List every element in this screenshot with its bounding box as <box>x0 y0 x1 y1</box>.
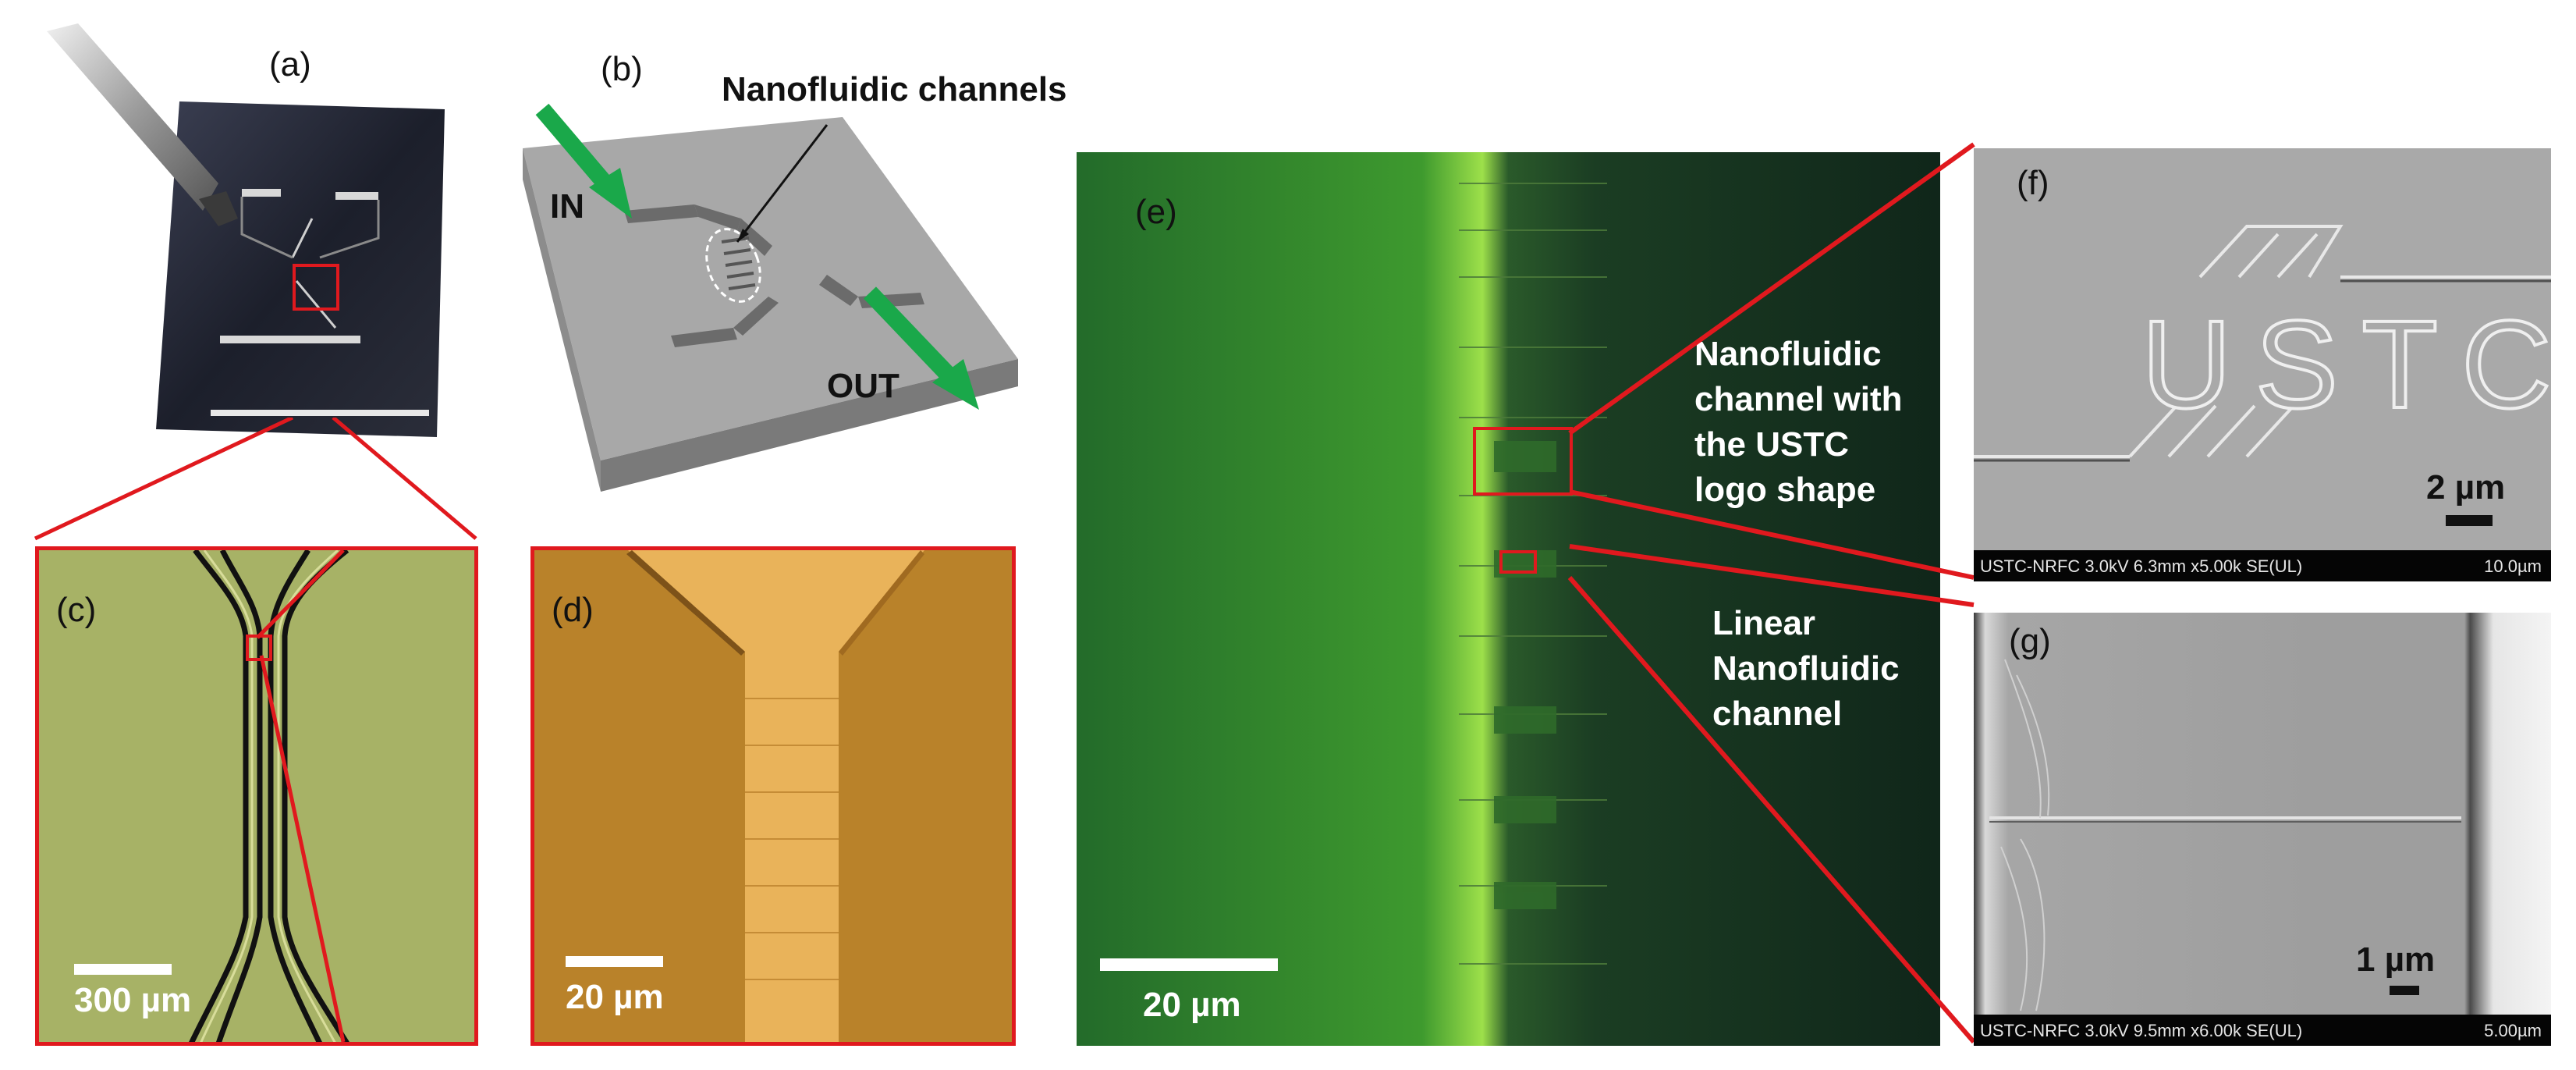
scale-bar-g <box>2390 986 2419 995</box>
sem-info-g: USTC-NRFC 3.0kV 9.5mm x6.00k SE(UL) <box>1980 1021 2303 1040</box>
annotation-logo-line-4: logo shape <box>1694 471 1876 509</box>
callout-box-e-logo <box>1473 427 1573 496</box>
tweezers-icon <box>47 23 238 226</box>
channels-array-e <box>1459 183 1607 965</box>
scale-bar-f <box>2446 515 2493 526</box>
channel-drawing-d <box>626 550 924 1042</box>
scale-label-f: 2 µm <box>2426 468 2506 507</box>
callout-box-e-linear <box>1499 550 1537 574</box>
sem-info-bar-g: USTC-NRFC 3.0kV 9.5mm x6.00k SE(UL) 5.00… <box>1974 1015 2551 1046</box>
annotation-linear-channel: Linear Nanofluidic channel <box>1712 601 1900 737</box>
scale-bar-e <box>1100 958 1278 971</box>
annotation-logo-channel: Nanofluidic channel with the USTC logo s… <box>1694 332 1902 513</box>
scale-bar-d <box>566 956 663 967</box>
panel-g-image: (g) 1 µm USTC-NRFC 3.0kV 9.5mm x6.00k SE… <box>1974 613 2551 1046</box>
chip-photo-drawing <box>156 101 445 437</box>
annotation-logo-line-1: Nanofluidic <box>1694 335 1882 373</box>
out-label: OUT <box>827 367 899 405</box>
annotation-linear-line-2: Nanofluidic <box>1712 649 1900 688</box>
in-label: IN <box>550 187 584 226</box>
chip-photo <box>156 101 445 437</box>
sem-scale-g: 5.00µm <box>2484 1021 2542 1040</box>
annotation-logo-line-2: channel with <box>1694 380 1903 418</box>
out-arrow-icon <box>864 286 979 410</box>
scale-label-d: 20 µm <box>566 978 664 1016</box>
chip-schematic <box>523 117 1018 492</box>
callout-lines-e-fg <box>1567 142 1976 1043</box>
panel-c-image: (c) 300 µm <box>35 546 478 1046</box>
panel-e-image: (e) Nanofluidic channel with the USTC lo… <box>1077 152 1940 1046</box>
annotation-linear-line-1: Linear <box>1712 604 1816 642</box>
linear-channel-drawing <box>1989 659 2461 1011</box>
in-arrow-icon <box>535 103 632 219</box>
ustc-logo-channel <box>1974 225 2551 462</box>
panel-f-label: (f) <box>2017 164 2049 202</box>
ustc-logo-text: USTC <box>2140 293 2551 435</box>
annotation-linear-line-3: channel <box>1712 695 1843 733</box>
scale-label-c: 300 µm <box>74 981 192 1019</box>
annotation-logo-line-3: the USTC <box>1694 425 1849 464</box>
scale-bar-c <box>74 964 172 975</box>
sem-info-f: USTC-NRFC 3.0kV 6.3mm x5.00k SE(UL) <box>1980 556 2303 576</box>
scale-label-e: 20 µm <box>1143 986 1241 1024</box>
sem-info-bar-f: USTC-NRFC 3.0kV 6.3mm x5.00k SE(UL) 10.0… <box>1974 550 2551 581</box>
panel-a-label: (a) <box>269 45 311 84</box>
panel-c-label: (c) <box>56 591 97 629</box>
panel-e-label: (e) <box>1135 193 1177 231</box>
callout-lines-a-c <box>34 418 477 541</box>
nanofluidic-title: Nanofluidic channels <box>722 70 1067 108</box>
callout-lines-c-d <box>257 549 346 1043</box>
panel-b-label: (b) <box>601 50 643 88</box>
panel-g-label: (g) <box>2009 622 2051 660</box>
panel-d-label: (d) <box>552 591 594 629</box>
panel-f-image: USTC (f) 2 µm USTC-NRFC 3.0kV 6.3mm x5.0… <box>1974 148 2551 581</box>
panel-d-image: (d) 20 µm <box>530 546 1016 1046</box>
callout-box-a <box>293 264 339 311</box>
sem-scale-f: 10.0µm <box>2484 556 2542 576</box>
scale-label-g: 1 µm <box>2356 940 2436 979</box>
